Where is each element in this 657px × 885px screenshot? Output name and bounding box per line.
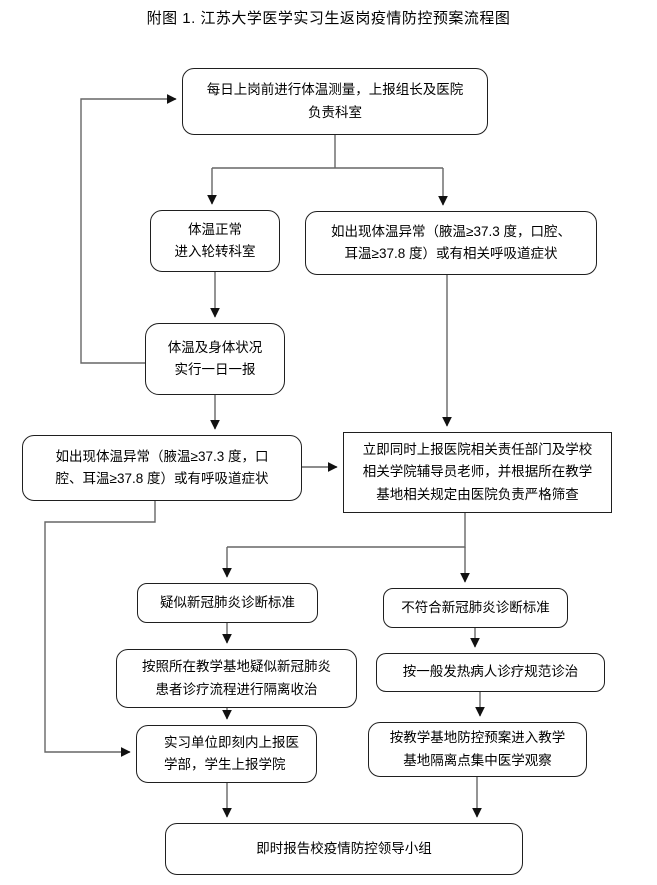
node-abnormal-temp-duty: 如出现体温异常（腋温≥37.3 度，口腔、 耳温≥37.8 度）或有相关呼吸道症… xyxy=(305,211,597,275)
node-isolation-treatment: 按照所在教学基地疑似新冠肺炎 患者诊疗流程进行隔离收治 xyxy=(116,649,357,708)
node-medical-observation-label: 按教学基地防控预案进入教学 基地隔离点集中医学观察 xyxy=(389,730,566,768)
node-leading-group-report-label: 即时报告校疫情防控领导小组 xyxy=(256,840,432,856)
node-abnormal-temp: 如出现体温异常（腋温≥37.3 度，口 腔、耳温≥37.8 度）或有呼吸道症状 xyxy=(22,435,302,501)
node-report-unit: 实习单位即刻内上报医 学部，学生上报学院 xyxy=(136,725,317,783)
figure-caption: 附图 1. 江苏大学医学实习生返岗疫情防控预案流程图 xyxy=(146,10,511,27)
edge-abnormal-temp-to-report-unit xyxy=(44,501,156,757)
edge-daily-check-branch-trunk xyxy=(212,135,443,169)
node-daily-temp-check: 每日上岗前进行体温测量，上报组长及医院 负责科室 xyxy=(182,68,488,135)
node-report-hospital: 立即同时上报医院相关责任部门及学校 相关学院辅导员老师，并根据所在教学 基地相关… xyxy=(343,432,612,513)
node-leading-group-report: 即时报告校疫情防控领导小组 xyxy=(165,823,523,875)
node-medical-observation: 按教学基地防控预案进入教学 基地隔离点集中医学观察 xyxy=(368,722,587,777)
node-suspected-criteria-label: 疑似新冠肺炎诊断标准 xyxy=(160,594,295,610)
node-daily-temp-check-label: 每日上岗前进行体温测量，上报组长及医院 负责科室 xyxy=(206,82,464,120)
edge-report-hospital-branch-trunk xyxy=(227,513,466,548)
node-daily-report: 体温及身体状况 实行一日一报 xyxy=(145,323,285,395)
node-fever-treatment: 按一般发热病人诊疗规范诊治 xyxy=(376,653,605,692)
node-isolation-treatment-label: 按照所在教学基地疑似新冠肺炎 患者诊疗流程进行隔离收治 xyxy=(142,659,331,697)
node-suspected-criteria: 疑似新冠肺炎诊断标准 xyxy=(137,583,318,623)
node-normal-temp-label: 体温正常 进入轮转科室 xyxy=(174,221,256,259)
node-not-meet-criteria-label: 不符合新冠肺炎诊断标准 xyxy=(401,599,550,615)
node-report-hospital-label: 立即同时上报医院相关责任部门及学校 相关学院辅导员老师，并根据所在教学 基地相关… xyxy=(362,442,593,502)
node-normal-temp: 体温正常 进入轮转科室 xyxy=(150,210,280,272)
node-not-meet-criteria: 不符合新冠肺炎诊断标准 xyxy=(383,588,568,628)
node-daily-report-label: 体温及身体状况 实行一日一报 xyxy=(167,339,263,377)
node-report-unit-label: 实习单位即刻内上报医 学部，学生上报学院 xyxy=(164,734,299,772)
edge-daily-report-to-daily-check-feedback xyxy=(80,94,177,364)
node-abnormal-temp-label: 如出现体温异常（腋温≥37.3 度，口 腔、耳温≥37.8 度）或有呼吸道症状 xyxy=(55,448,269,486)
node-abnormal-temp-duty-label: 如出现体温异常（腋温≥37.3 度，口腔、 耳温≥37.8 度）或有相关呼吸道症… xyxy=(331,223,571,261)
node-fever-treatment-label: 按一般发热病人诊疗规范诊治 xyxy=(402,664,579,680)
